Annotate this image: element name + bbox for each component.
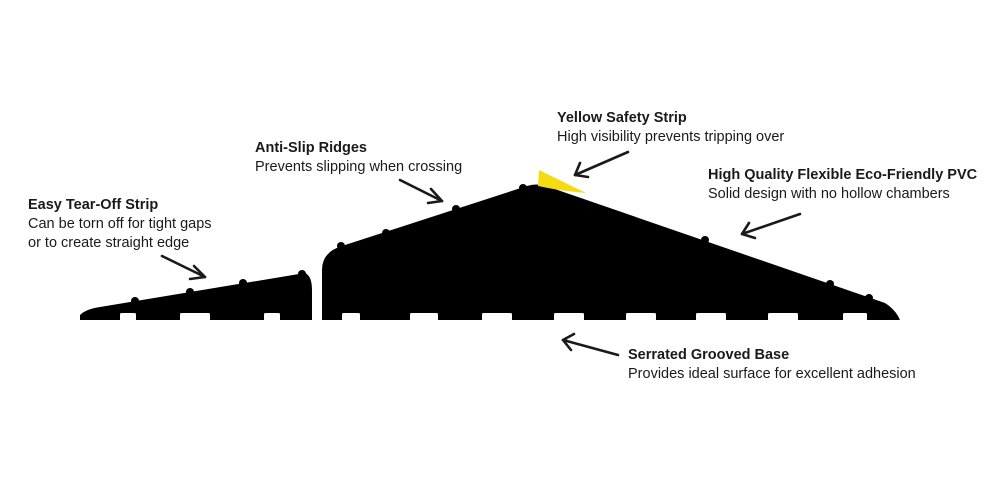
groove <box>626 313 656 321</box>
yellow-safety-strip <box>538 170 586 193</box>
callout-description: or to create straight edge <box>28 235 190 251</box>
groove <box>410 313 438 321</box>
callout-title: Easy Tear-Off Strip <box>28 197 159 213</box>
callout-anti-slip-ridges: Anti-Slip Ridges Prevents slipping when … <box>255 139 515 177</box>
callout-description: High visibility prevents tripping over <box>557 129 785 145</box>
ridge <box>826 280 834 288</box>
ridge <box>452 205 460 213</box>
groove <box>696 313 726 321</box>
ridge <box>239 279 247 287</box>
callout-flexible-pvc: High Quality Flexible Eco-Friendly PVC S… <box>708 166 998 204</box>
callout-description: Solid design with no hollow chambers <box>708 186 950 202</box>
main-ramp-shape <box>322 184 900 320</box>
ramp-profile <box>80 170 900 322</box>
callout-title: High Quality Flexible Eco-Friendly PVC <box>708 167 978 183</box>
base-grooves <box>120 313 867 321</box>
groove <box>843 313 867 321</box>
ridge <box>701 236 709 244</box>
arrow-anti-slip <box>398 178 444 205</box>
callout-description: Prevents slipping when crossing <box>255 159 463 175</box>
callout-description: Provides ideal surface for excellent adh… <box>628 366 916 382</box>
ridge <box>382 229 390 237</box>
callout-serrated-base: Serrated Grooved Base Provides ideal sur… <box>628 346 958 384</box>
arrow-yellow-strip <box>573 150 630 179</box>
arrow-base <box>561 332 620 357</box>
pointer-arrows <box>160 150 802 357</box>
tear-slot <box>312 284 322 322</box>
anti-slip-ridges <box>131 184 873 305</box>
groove <box>342 313 360 321</box>
groove <box>180 313 210 321</box>
groove <box>264 313 280 321</box>
arrow-tear-off <box>160 254 207 281</box>
ridge <box>131 297 139 305</box>
groove <box>768 313 798 321</box>
callout-title: Yellow Safety Strip <box>557 110 687 126</box>
ridge <box>519 184 527 192</box>
callout-title: Serrated Grooved Base <box>628 347 790 363</box>
ridge <box>298 270 306 278</box>
ridge <box>186 288 194 296</box>
arrow-pvc <box>740 212 802 240</box>
ridge <box>865 294 873 302</box>
ridge <box>337 242 345 250</box>
tear-off-strip-shape <box>80 273 312 320</box>
callout-description: Can be torn off for tight gaps <box>28 216 212 232</box>
callout-title: Anti-Slip Ridges <box>255 140 367 156</box>
groove <box>120 313 136 321</box>
groove <box>554 313 584 321</box>
groove <box>482 313 512 321</box>
callout-yellow-safety-strip: Yellow Safety Strip High visibility prev… <box>557 109 837 147</box>
callout-tear-off-strip: Easy Tear-Off Strip Can be torn off for … <box>28 196 268 253</box>
